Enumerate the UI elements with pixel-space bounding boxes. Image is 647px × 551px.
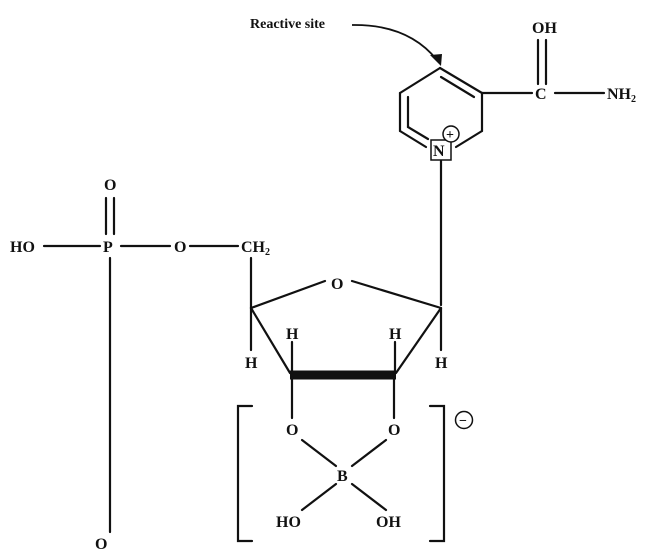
- boron-label: B: [337, 468, 348, 485]
- c2-oxygen-label: O: [388, 422, 400, 439]
- bridge-oxygen-label: O: [174, 239, 186, 256]
- pyridinium-ring: [398, 66, 484, 149]
- negative-charge-circle: [454, 410, 474, 430]
- b-oh-bond-right: [350, 482, 388, 512]
- c3-hydrogen-label: H: [286, 326, 299, 343]
- positive-charge-label: +: [446, 128, 454, 143]
- right-bracket: [428, 404, 446, 543]
- ch2-label: CH2: [241, 239, 270, 258]
- nh2-label: NH2: [607, 86, 636, 105]
- phosphate-bottom-oxygen-label: O: [95, 536, 107, 551]
- ho-phosphate-label: HO: [10, 239, 35, 256]
- ring-oxygen-label: O: [331, 276, 343, 293]
- borate-oh-label: OH: [376, 514, 401, 531]
- phosphate-top-oxygen-label: O: [104, 177, 116, 194]
- positive-charge-circle: [442, 125, 460, 143]
- b-oh-bond-left: [300, 482, 338, 512]
- c3-oxygen-label: O: [286, 422, 298, 439]
- amide-group: [480, 38, 606, 95]
- c4-hydrogen-label: H: [245, 355, 258, 372]
- reactive-site-arrowhead: [430, 54, 442, 66]
- amide-carbon-label: C: [535, 86, 547, 103]
- ring-nitrogen-label: N: [433, 143, 445, 160]
- o-b-bond-right: [350, 438, 388, 468]
- reactive-site-arrow: [351, 24, 438, 61]
- phosphorus-label: P: [103, 239, 113, 256]
- c2-hydrogen-label: H: [389, 326, 402, 343]
- ribose-ring: [249, 279, 443, 380]
- c1-hydrogen-label: H: [435, 355, 448, 372]
- o-b-bond-left: [300, 438, 338, 468]
- amide-oh-label: OH: [532, 20, 557, 37]
- borate-ho-label: HO: [276, 514, 301, 531]
- left-bracket: [236, 404, 254, 543]
- reactive-site-label: Reactive site: [250, 17, 325, 32]
- negative-charge-label: −: [459, 414, 467, 429]
